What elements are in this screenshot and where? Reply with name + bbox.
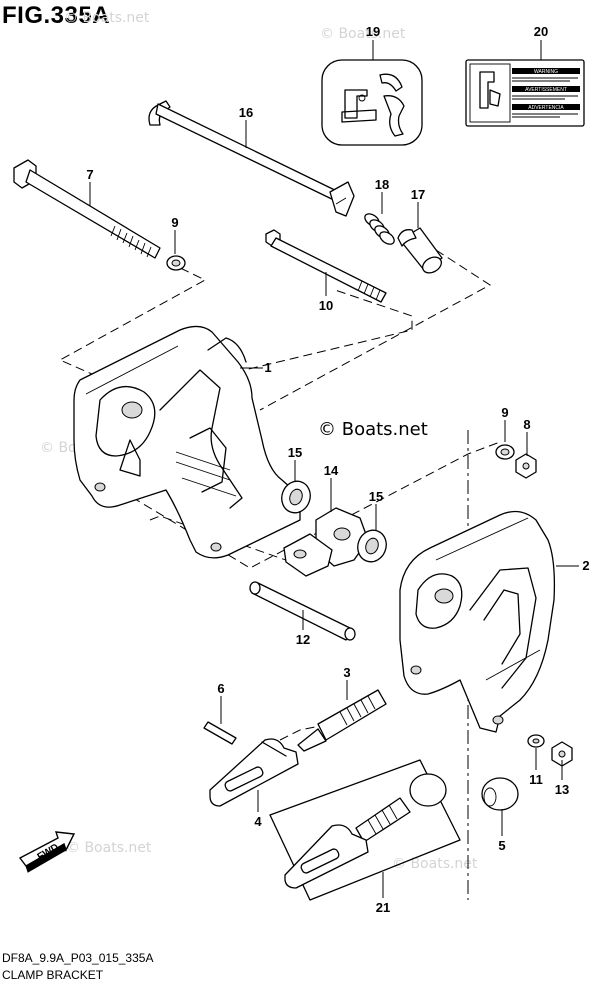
figure-code: DF8A_9.9A_P03_015_335A	[2, 951, 154, 965]
callout-5: 5	[498, 838, 505, 853]
callout-6: 6	[217, 681, 224, 696]
watermark: © Boats.net	[66, 840, 152, 856]
callout-19: 19	[366, 24, 380, 39]
figure-name: CLAMP BRACKET	[2, 968, 104, 982]
callout-18: 18	[375, 177, 389, 192]
part-10-shaft[interactable]	[265, 229, 387, 303]
callout-21: 21	[376, 900, 390, 915]
callout-9: 9	[171, 215, 178, 230]
watermark-center: © Boats.net	[318, 419, 428, 440]
part-17-knob[interactable]	[397, 227, 444, 276]
callout-1: 1	[264, 360, 271, 375]
callout-15: 15	[288, 445, 302, 460]
part-5-pad[interactable]	[481, 777, 519, 811]
part-14-plate[interactable]	[283, 507, 369, 577]
part-3-clamp-screw[interactable]	[297, 689, 387, 752]
callout-14: 14	[324, 463, 339, 478]
part-8-nut[interactable]	[515, 453, 537, 479]
part-11-washer[interactable]	[527, 734, 545, 748]
watermark: © Boats.net	[64, 10, 150, 26]
leader-lines	[89, 40, 579, 898]
part-4-clamp-handle[interactable]	[209, 738, 299, 807]
part-12-tilt-pin[interactable]	[249, 581, 356, 641]
part-20-warning-label[interactable]	[465, 59, 585, 127]
part-7-bolt[interactable]	[13, 159, 161, 259]
callout-2: 2	[582, 558, 589, 573]
warning-label-line: ADVERTENCIA	[528, 105, 564, 111]
watermark: © Boats.net	[392, 856, 478, 872]
part-2-clamp-bracket[interactable]	[399, 510, 556, 733]
callout-16: 16	[239, 105, 253, 120]
callout-10: 10	[319, 298, 333, 313]
watermark: © Boats.net	[320, 26, 406, 42]
fwd-arrow-icon: FWD	[18, 831, 76, 873]
part-9-washer[interactable]	[166, 255, 186, 271]
callout-3: 3	[343, 665, 350, 680]
part-18-spring[interactable]	[363, 211, 397, 246]
part-16-tilt-rod[interactable]	[148, 100, 355, 217]
callout-9: 9	[501, 405, 508, 420]
part-13-nut[interactable]	[551, 741, 573, 767]
callout-15: 15	[369, 489, 383, 504]
part-9-washer[interactable]	[495, 444, 515, 460]
figure-title: FIG.335A	[2, 2, 111, 29]
warning-label-line: WARNING	[534, 69, 558, 75]
callout-17: 17	[411, 187, 425, 202]
warning-label-line: AVERTISSEMENT	[525, 87, 567, 93]
callout-11: 11	[529, 772, 543, 787]
part-6-pin[interactable]	[203, 721, 237, 745]
part-21-clamp-screw-assy[interactable]	[269, 759, 461, 901]
callout-13: 13	[555, 782, 569, 797]
callout-7: 7	[86, 167, 93, 182]
callout-12: 12	[296, 632, 310, 647]
callout-20: 20	[534, 24, 548, 39]
part-1-clamp-bracket[interactable]	[73, 325, 301, 559]
part-15-bush[interactable]	[353, 526, 390, 566]
callout-4: 4	[254, 814, 262, 829]
part-15-bush[interactable]	[277, 477, 314, 517]
callout-labels: 19 20 16 7 9 18 17 10 1 9 8 15 14 15 2 1…	[86, 24, 589, 915]
part-19-decal[interactable]	[321, 59, 423, 146]
callout-8: 8	[523, 417, 530, 432]
